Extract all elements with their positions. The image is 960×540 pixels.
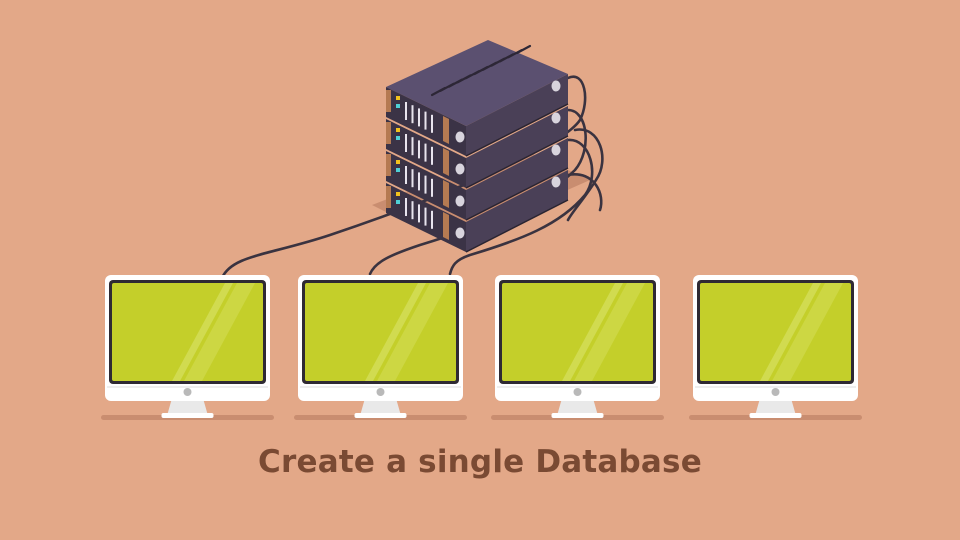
monitor-glare xyxy=(772,283,843,381)
monitor-chin xyxy=(695,386,856,388)
monitor-stand xyxy=(167,400,208,414)
server-unit xyxy=(386,106,569,189)
server-vents xyxy=(430,44,532,97)
monitor-glare xyxy=(562,283,623,381)
server-rack-icon xyxy=(386,40,569,253)
server-unit-divider xyxy=(465,103,569,157)
monitor-glare xyxy=(760,283,821,381)
cable-to-monitor-3 xyxy=(448,138,594,276)
server-screw xyxy=(551,144,561,156)
desktop-monitor-icon xyxy=(689,275,862,420)
monitor-chin xyxy=(300,386,461,388)
server-bracket xyxy=(386,154,391,176)
caption-text: Create a single Database xyxy=(258,444,702,480)
server-led xyxy=(396,136,400,140)
server-screw xyxy=(455,227,465,239)
desktop-monitor-icon xyxy=(101,275,274,420)
server-bracket xyxy=(386,90,391,112)
monitor-stand-base xyxy=(161,413,214,418)
server-unit-divider xyxy=(465,167,569,221)
monitor-glare xyxy=(377,283,448,381)
server-unit-side xyxy=(466,138,568,220)
server-screw xyxy=(551,80,561,92)
monitor-chin xyxy=(107,386,268,388)
monitor-glare xyxy=(574,283,645,381)
server-top xyxy=(386,40,568,126)
server-led xyxy=(396,192,400,196)
server-screw xyxy=(551,112,561,124)
monitor-glare xyxy=(172,283,233,381)
monitor-stand xyxy=(755,400,796,414)
monitor-glare xyxy=(365,283,426,381)
cable-end-2 xyxy=(566,128,604,222)
server-unit-divider xyxy=(465,199,569,253)
server-screw xyxy=(455,195,465,207)
desktop-monitor-icon xyxy=(294,275,467,420)
server-bracket xyxy=(443,116,449,144)
server-led xyxy=(396,128,400,132)
server-screw xyxy=(455,163,465,175)
monitor-stand xyxy=(360,400,401,414)
monitor-stand xyxy=(557,400,598,414)
server-vent xyxy=(515,44,532,55)
server-led xyxy=(396,96,400,100)
monitor-glare xyxy=(184,283,255,381)
server-unit xyxy=(386,170,569,253)
server-unit-divider xyxy=(465,135,569,189)
monitor-stand-base xyxy=(354,413,407,418)
server-bracket xyxy=(443,212,449,240)
server-unit xyxy=(386,74,569,157)
desktop-monitor-icon xyxy=(491,275,664,420)
server-bracket xyxy=(443,148,449,176)
server-unit-side xyxy=(466,74,568,156)
cable-end-1 xyxy=(566,173,603,212)
monitor-logo xyxy=(376,388,385,396)
server-screw xyxy=(551,176,561,188)
server-bracket xyxy=(386,122,391,144)
monitor-logo xyxy=(573,388,582,396)
monitor-stand-base xyxy=(551,413,604,418)
server-led xyxy=(396,200,400,204)
monitors xyxy=(101,275,862,420)
monitor-stand-base xyxy=(749,413,802,418)
monitor-logo xyxy=(183,388,192,396)
server-unit-side xyxy=(466,170,568,252)
server-led xyxy=(396,104,400,108)
server-unit-side xyxy=(466,106,568,188)
server-unit xyxy=(386,138,569,221)
server-bracket xyxy=(443,180,449,208)
server-bracket xyxy=(386,186,391,208)
monitor-logo xyxy=(771,388,780,396)
server-led xyxy=(396,168,400,172)
monitor-chin xyxy=(497,386,658,388)
server-led xyxy=(396,160,400,164)
server-screw xyxy=(455,131,465,143)
